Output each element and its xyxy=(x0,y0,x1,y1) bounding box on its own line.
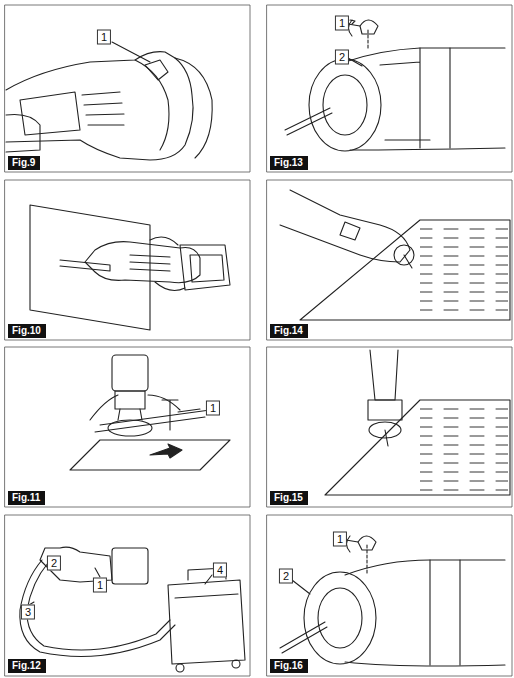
panel-frames xyxy=(5,5,512,676)
plunge-cutting xyxy=(325,350,510,495)
dust-extraction xyxy=(20,547,245,672)
callout-number: 3 xyxy=(21,605,35,620)
callout-number: 1 xyxy=(335,16,349,31)
trimmer-with-guide xyxy=(70,355,230,470)
figure-label: Fig.15 xyxy=(270,491,308,505)
surface-cutting xyxy=(280,190,510,320)
board-cutting xyxy=(30,205,230,330)
callout-number: 2 xyxy=(279,569,293,584)
figure-label: Fig.12 xyxy=(8,659,46,673)
callout-number: 2 xyxy=(47,556,61,571)
callout-number: 2 xyxy=(335,50,349,65)
figure-label: Fig.10 xyxy=(8,324,46,338)
callout-number: 4 xyxy=(213,563,227,578)
figure-label: Fig.13 xyxy=(270,156,308,170)
figure-label: Fig.11 xyxy=(8,491,45,505)
tool-end-with-bit xyxy=(285,20,505,151)
figure-label: Fig.9 xyxy=(8,156,40,170)
callout-number: 1 xyxy=(97,30,111,45)
figure-label: Fig.16 xyxy=(270,659,308,673)
callout-number: 1 xyxy=(93,578,107,593)
tool-rear-view xyxy=(6,42,212,160)
callout-number: 1 xyxy=(333,532,347,547)
callout-number: 1 xyxy=(206,401,220,416)
tool-end-with-bit xyxy=(280,536,505,666)
figure-label: Fig.14 xyxy=(270,324,308,338)
